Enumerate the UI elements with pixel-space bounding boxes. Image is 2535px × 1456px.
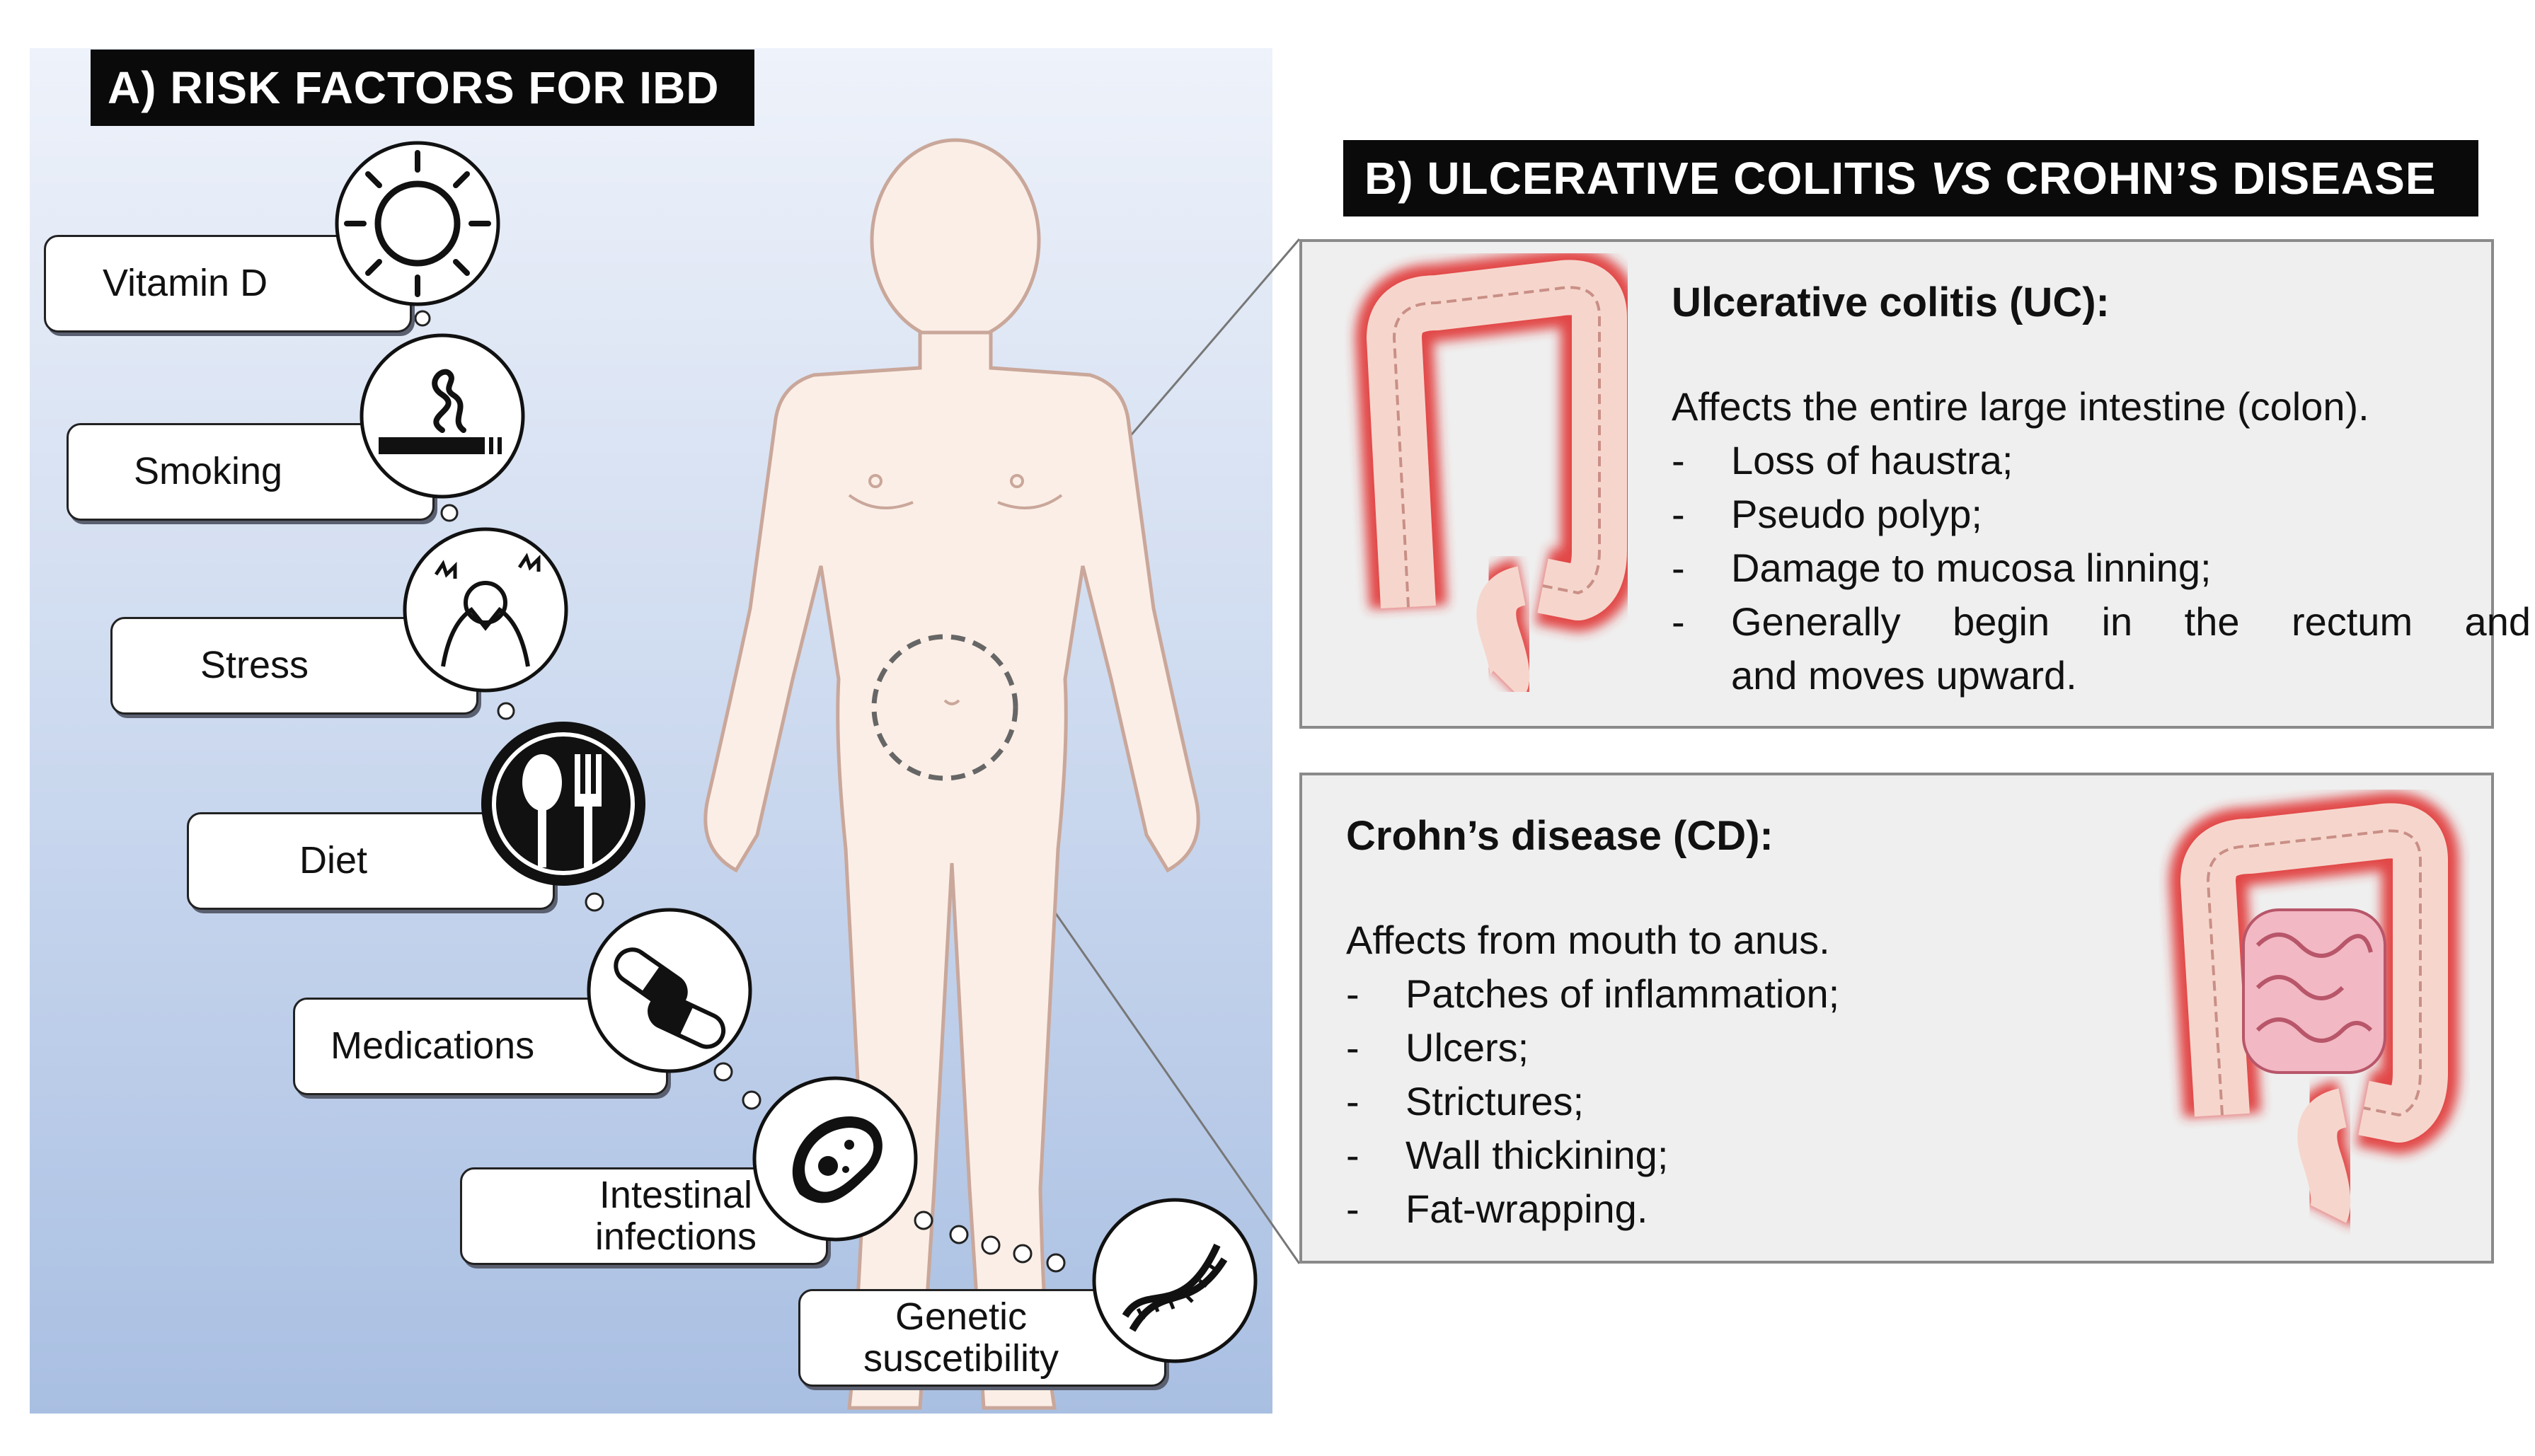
capsule-icon — [587, 908, 752, 1073]
label-line-2: suscetibility — [863, 1337, 1059, 1380]
label-line-2: infections — [594, 1215, 757, 1258]
bullet-dash: - — [1346, 1025, 1360, 1070]
uc-item-text: Loss of haustra; — [1731, 438, 2013, 483]
cd-item: - Strictures; — [1346, 1078, 1584, 1124]
uc-item-text: Generally begin in the rectum and — [1731, 599, 2531, 644]
cd-item: - Fat-wrapping. — [1346, 1186, 1648, 1232]
cd-item: - Patches of inflammation; — [1346, 971, 1839, 1017]
dna-icon — [1092, 1198, 1258, 1363]
cd-item-text: Strictures; — [1406, 1079, 1585, 1123]
cd-item-text: Patches of inflammation; — [1406, 971, 1840, 1016]
bullet-dash: - — [1672, 545, 1685, 590]
cd-title: Crohn’s disease (CD): — [1346, 813, 1774, 859]
panel-a-header: A) RISK FACTORS FOR IBD — [91, 50, 754, 126]
spoon-fork-icon — [481, 722, 645, 886]
stressed-person-icon — [403, 527, 568, 693]
bullet-dash: - — [1672, 438, 1685, 483]
header-suffix: CROHN’S DISEASE — [1991, 153, 2437, 204]
uc-item-text: Damage to mucosa linning; — [1731, 545, 2212, 590]
bullet-dash: - — [1672, 492, 1685, 536]
cd-box: Crohn’s disease (CD): Affects from mouth… — [1299, 773, 2494, 1264]
uc-item-text: Pseudo polyp; — [1731, 492, 1982, 536]
uc-item-continuation: and moves upward. — [1731, 652, 2077, 698]
cd-item: - Wall thickining; — [1346, 1132, 1668, 1178]
cigarette-icon — [360, 333, 525, 499]
bacterium-icon — [752, 1076, 918, 1242]
bullet-dash: - — [1346, 1079, 1360, 1123]
label-line-1: Intestinal — [599, 1173, 753, 1216]
inflamed-colon-icon — [1355, 253, 1628, 692]
uc-title: Ulcerative colitis (UC): — [1672, 279, 2110, 325]
uc-item: - Loss of haustra; — [1672, 437, 2013, 483]
panel-b-header: B) ULCERATIVE COLITIS VS CROHN’S DISEASE — [1343, 140, 2478, 216]
uc-item: - Pseudo polyp; — [1672, 491, 1982, 537]
bullet-dash: - — [1672, 599, 1685, 644]
cd-item-text: Ulcers; — [1406, 1025, 1529, 1070]
connector-dots — [414, 310, 1066, 1273]
uc-box: Ulcerative colitis (UC): Affects the ent… — [1299, 239, 2531, 729]
human-body — [703, 138, 1200, 1410]
uc-item-text: and moves upward. — [1731, 653, 2077, 698]
body-details — [848, 474, 1063, 705]
uc-item: - Generally begin in the rectum and — [1672, 599, 2531, 645]
sun-icon — [335, 141, 500, 306]
header-prefix: B) ULCERATIVE COLITIS — [1364, 153, 1931, 204]
bullet-dash: - — [1346, 971, 1360, 1016]
cd-item-text: Fat-wrapping. — [1406, 1186, 1648, 1231]
label-line-1: Genetic — [895, 1295, 1028, 1338]
uc-intro: Affects the entire large intestine (colo… — [1672, 384, 2369, 429]
bullet-dash: - — [1346, 1186, 1360, 1231]
cd-item: - Ulcers; — [1346, 1024, 1529, 1070]
inflamed-intestines-icon — [2169, 792, 2459, 1227]
abdomen-highlight — [871, 634, 1018, 781]
header-vs: VS — [1930, 153, 1992, 204]
cd-item-text: Wall thickining; — [1406, 1133, 1669, 1177]
risk-label-medications: Medications — [293, 998, 668, 1095]
cd-intro: Affects from mouth to anus. — [1346, 918, 1830, 962]
uc-item: - Damage to mucosa linning; — [1672, 545, 2212, 591]
bullet-dash: - — [1346, 1133, 1360, 1177]
